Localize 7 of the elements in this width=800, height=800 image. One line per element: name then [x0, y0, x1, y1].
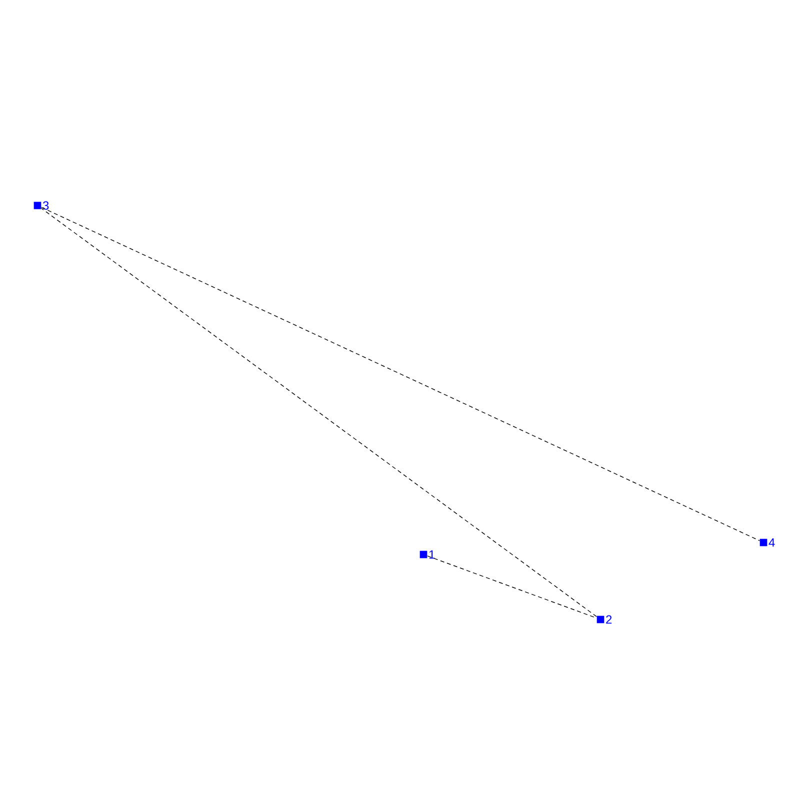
point-label: 3	[42, 201, 49, 210]
point-label: 2	[606, 615, 612, 624]
connector-line	[41, 206, 760, 542]
connector-line	[41, 208, 597, 617]
point-label: 4	[768, 538, 775, 547]
point-label: 1	[429, 550, 435, 559]
connector-line	[427, 556, 597, 618]
